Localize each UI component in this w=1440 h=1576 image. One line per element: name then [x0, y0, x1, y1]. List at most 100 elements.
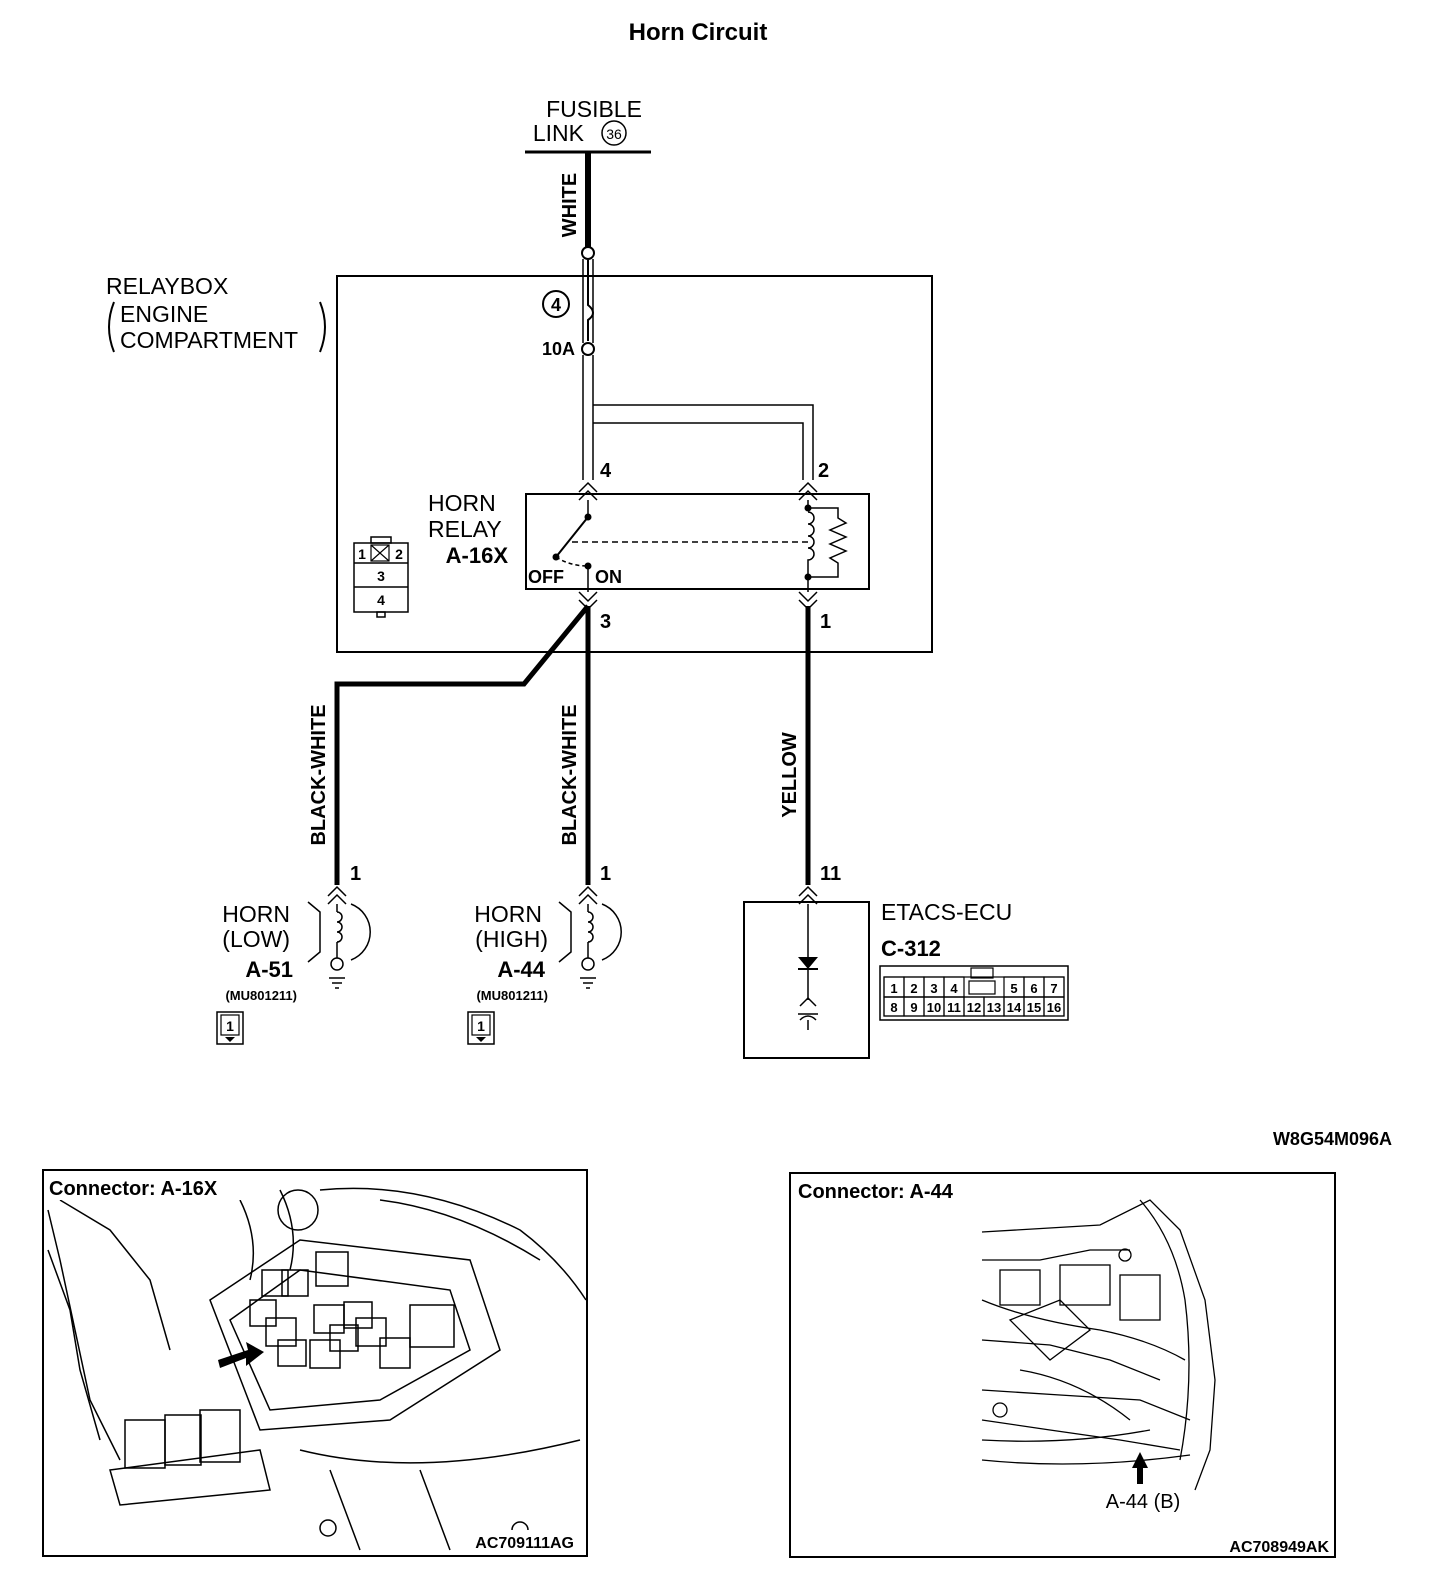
horn-low-connector-box: [216, 1011, 244, 1045]
switch-on-path: [555, 556, 589, 567]
fusible-link-label-line2: LINK: [533, 120, 585, 146]
horn-relay-box: [525, 493, 870, 590]
wire-left-label: BLACK-WHITE: [308, 704, 330, 845]
relaybox-outline: [336, 275, 933, 653]
etacs-connector: C-312: [881, 936, 941, 961]
diagram-code: W8G54M096A: [1273, 1129, 1392, 1149]
etacs-pin-15: 15: [1027, 1000, 1041, 1015]
etacs-pin-16-cell: [1043, 996, 1065, 1017]
internal-wire-d: [593, 422, 804, 480]
horn-low-pin: 1: [350, 863, 361, 885]
arrow-icon: [218, 1342, 264, 1368]
horn-high-symbol: [558, 885, 622, 989]
etacs-pin-6: 6: [1030, 981, 1037, 996]
connector-a44-panel: A-44 (B) Connector: A-44 AC708949AK: [789, 1172, 1336, 1558]
fusible-link-label-line1: FUSIBLE: [546, 96, 642, 122]
horn-high-connector-box: [467, 1011, 495, 1045]
wire-right-label: YELLOW: [779, 732, 801, 818]
relaybox-paren-right: [319, 301, 326, 353]
horn-low-symbol: [307, 885, 371, 989]
etacs-pin-7: 7: [1050, 981, 1057, 996]
relay-pin-4: 4: [600, 460, 612, 482]
relay-pin-1: 1: [820, 611, 831, 633]
panel-right-callout: A-44 (B): [1106, 1491, 1180, 1513]
relaybox-label-compartment: COMPARTMENT: [120, 327, 298, 353]
horn-low-connector: A-51: [245, 957, 293, 982]
relaybox-illustration: [47, 1187, 587, 1551]
horn-relay-label-line1: HORN: [428, 490, 496, 516]
horn-low-part-no: (MU801211): [225, 988, 297, 1003]
etacs-pin-3: 3: [930, 981, 937, 996]
relay-resistor: [808, 507, 848, 578]
horn-low-label-line2: (LOW): [222, 926, 290, 952]
relay-pin-2: 2: [818, 460, 829, 482]
fuse-rating: 10A: [542, 339, 575, 359]
etacs-pin-4: 4: [950, 981, 958, 996]
switch-arm: [555, 516, 589, 558]
horn-high-pin: 1: [600, 863, 611, 885]
connector-a16x-panel: Connector: A-16X AC709111AG: [42, 1169, 588, 1557]
fusible-link-number: 36: [606, 126, 622, 142]
panel-left-label-bg: [47, 1174, 257, 1200]
etacs-pin-13: 13: [987, 1000, 1001, 1015]
horn-low-connector-inner: [220, 1014, 240, 1036]
relay-connector-pin2: [798, 481, 818, 501]
panel-left-label: Connector: A-16X: [49, 1178, 218, 1200]
etacs-name: ETACS-ECU: [881, 899, 1012, 925]
relay-connector-face: 1 2 3 4: [353, 536, 409, 618]
horn-relay-label-line2: RELAY: [428, 516, 502, 542]
panel-right-label: Connector: A-44: [798, 1181, 954, 1203]
etacs-ecu-symbol: [743, 885, 870, 1059]
horn-high-connector-pin: 1: [477, 1018, 485, 1034]
horn-low-label-line1: HORN: [222, 901, 290, 927]
fusible-link-number-circle: [601, 120, 627, 146]
panel-left-code-bg: [452, 1530, 582, 1552]
etacs-pin-11: 11: [947, 1000, 961, 1015]
relaybox-paren-left: [108, 301, 115, 353]
etacs-pin: 11: [820, 863, 841, 885]
fuse-element: [587, 260, 594, 341]
horn-low-connector-latch: [225, 1037, 235, 1042]
relaybox-label-engine: ENGINE: [120, 301, 208, 327]
relaybox-label: RELAYBOX: [106, 273, 228, 299]
switch-state-on: ON: [595, 567, 622, 587]
horn-high-connector-inner: [471, 1014, 491, 1036]
relay-connector-face-pin-1: 1: [358, 546, 366, 562]
horn-relay-connector-id: A-16X: [446, 543, 509, 568]
horn-high-connector: A-44: [497, 957, 545, 982]
etacs-pin-10: 10: [927, 1000, 941, 1015]
horn-high-part-no: (MU801211): [476, 988, 548, 1003]
fuse-terminal-top: [581, 246, 595, 260]
relay-connector-pin4: [578, 481, 598, 501]
wire-white-label: WHITE: [559, 173, 581, 237]
fuse-terminal-bottom: [581, 342, 595, 356]
etacs-pin-2: 2: [910, 981, 917, 996]
internal-wire-c: [593, 404, 814, 480]
panel-left-code: AC709111AG: [475, 1535, 574, 1552]
wire-middle-label: BLACK-WHITE: [559, 704, 581, 845]
etacs-pin-16: 16: [1047, 1000, 1061, 1015]
etacs-pin-12: 12: [967, 1000, 981, 1015]
panel-right-label-bg: [794, 1177, 994, 1203]
diagram-title: Horn Circuit: [629, 19, 768, 46]
horn-low-connector-pin: 1: [226, 1018, 234, 1034]
wire-black-white-low: [334, 604, 590, 885]
panel-right-code: AC708949AK: [1229, 1539, 1329, 1556]
etacs-pin-1: 1: [890, 981, 897, 996]
fuse-number-circle: [542, 290, 570, 318]
relay-connector-face-pin-3: 3: [377, 568, 385, 584]
arrow-up-icon: [1132, 1452, 1148, 1484]
relay-coil: [807, 511, 815, 576]
etacs-pin-8: 8: [890, 1000, 897, 1015]
switch-state-off: OFF: [528, 567, 564, 587]
relay-connector-face-pin-2: 2: [395, 546, 403, 562]
etacs-pin-14: 14: [1007, 1000, 1022, 1015]
relay-pin-3: 3: [600, 611, 611, 633]
engine-bay-illustration: [981, 1199, 1216, 1491]
etacs-pin-5: 5: [1010, 981, 1017, 996]
horn-high-label-line1: HORN: [474, 901, 542, 927]
horn-high-connector-latch: [476, 1037, 486, 1042]
relay-connector-face-pin-4: 4: [377, 592, 385, 608]
